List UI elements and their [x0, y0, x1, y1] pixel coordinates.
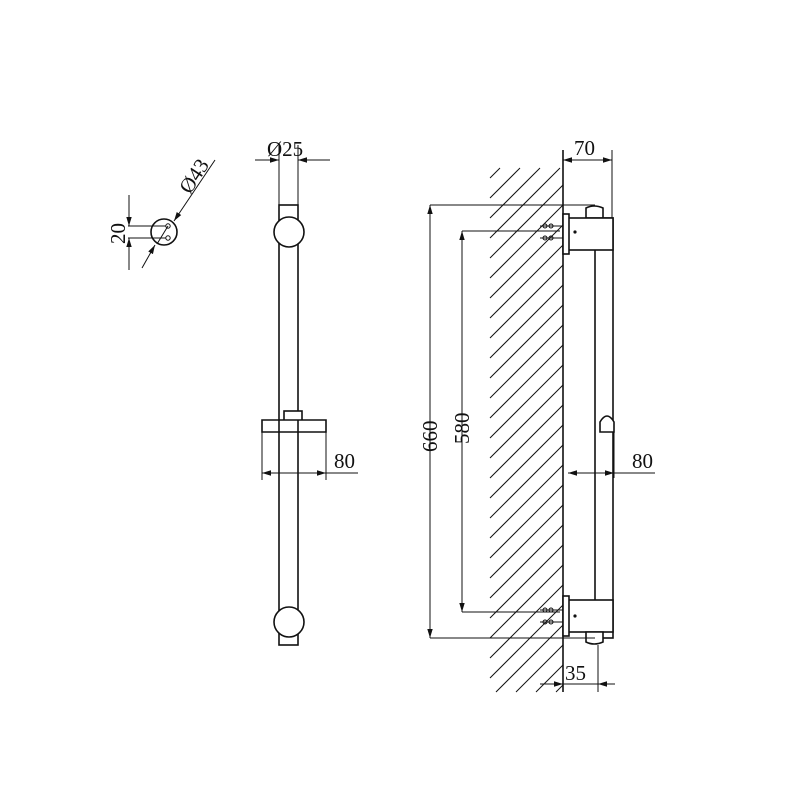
hatch-line — [489, 544, 564, 619]
hatch-line — [489, 364, 564, 439]
hatch-line — [489, 584, 564, 659]
top-bracket — [273, 216, 305, 248]
hatch-line — [489, 167, 541, 219]
hatch-line — [489, 167, 501, 179]
hatch-line — [489, 167, 521, 199]
hatch-line — [489, 304, 564, 379]
hatch-line — [489, 504, 564, 579]
hatch-line — [489, 244, 564, 319]
dimension-70: 70 — [574, 136, 595, 160]
hatch-line — [535, 664, 564, 693]
hatch-line — [489, 324, 564, 399]
hatch-line — [489, 184, 564, 259]
hatch-line — [555, 684, 564, 693]
hatch-line — [489, 344, 564, 419]
front-view: Ø25 80 — [255, 137, 358, 646]
dimension-20: 20 — [106, 223, 130, 244]
top-bracket-cap — [585, 205, 604, 219]
top-bracket-side — [567, 217, 614, 251]
hatch-line — [489, 384, 564, 459]
wall-hatching — [489, 167, 564, 693]
slider-side — [599, 415, 615, 433]
side-view: 70 660 580 — [418, 136, 655, 693]
dimension-660: 660 — [418, 421, 442, 453]
hatch-line — [489, 264, 564, 339]
hatch-line — [489, 404, 564, 479]
dimension-580: 580 — [450, 413, 474, 445]
hatch-line — [489, 524, 564, 599]
hatch-line — [495, 624, 564, 693]
hatch-line — [489, 167, 561, 239]
hatch-line — [515, 644, 564, 693]
bottom-bracket — [273, 606, 305, 638]
dimension-35: 35 — [565, 661, 586, 685]
hatch-line — [489, 284, 564, 359]
hatch-line — [489, 604, 564, 679]
dimension-diameter-43: Ø43 — [174, 154, 214, 197]
hatch-line — [489, 464, 564, 539]
hatch-line — [489, 444, 564, 519]
dimension-80-side: 80 — [632, 449, 653, 473]
dimension-80-front: 80 — [334, 449, 355, 473]
hatch-line — [489, 224, 564, 299]
dimension-diameter-25: Ø25 — [267, 137, 303, 161]
hatch-line — [489, 424, 564, 499]
hatch-line — [489, 204, 564, 279]
hatch-line — [489, 564, 564, 639]
top-view: 20 Ø43 — [106, 154, 216, 270]
hatch-line — [489, 484, 564, 559]
screw-hole — [165, 235, 171, 241]
slider-holder — [261, 419, 327, 433]
rail-end-circle — [150, 218, 178, 246]
